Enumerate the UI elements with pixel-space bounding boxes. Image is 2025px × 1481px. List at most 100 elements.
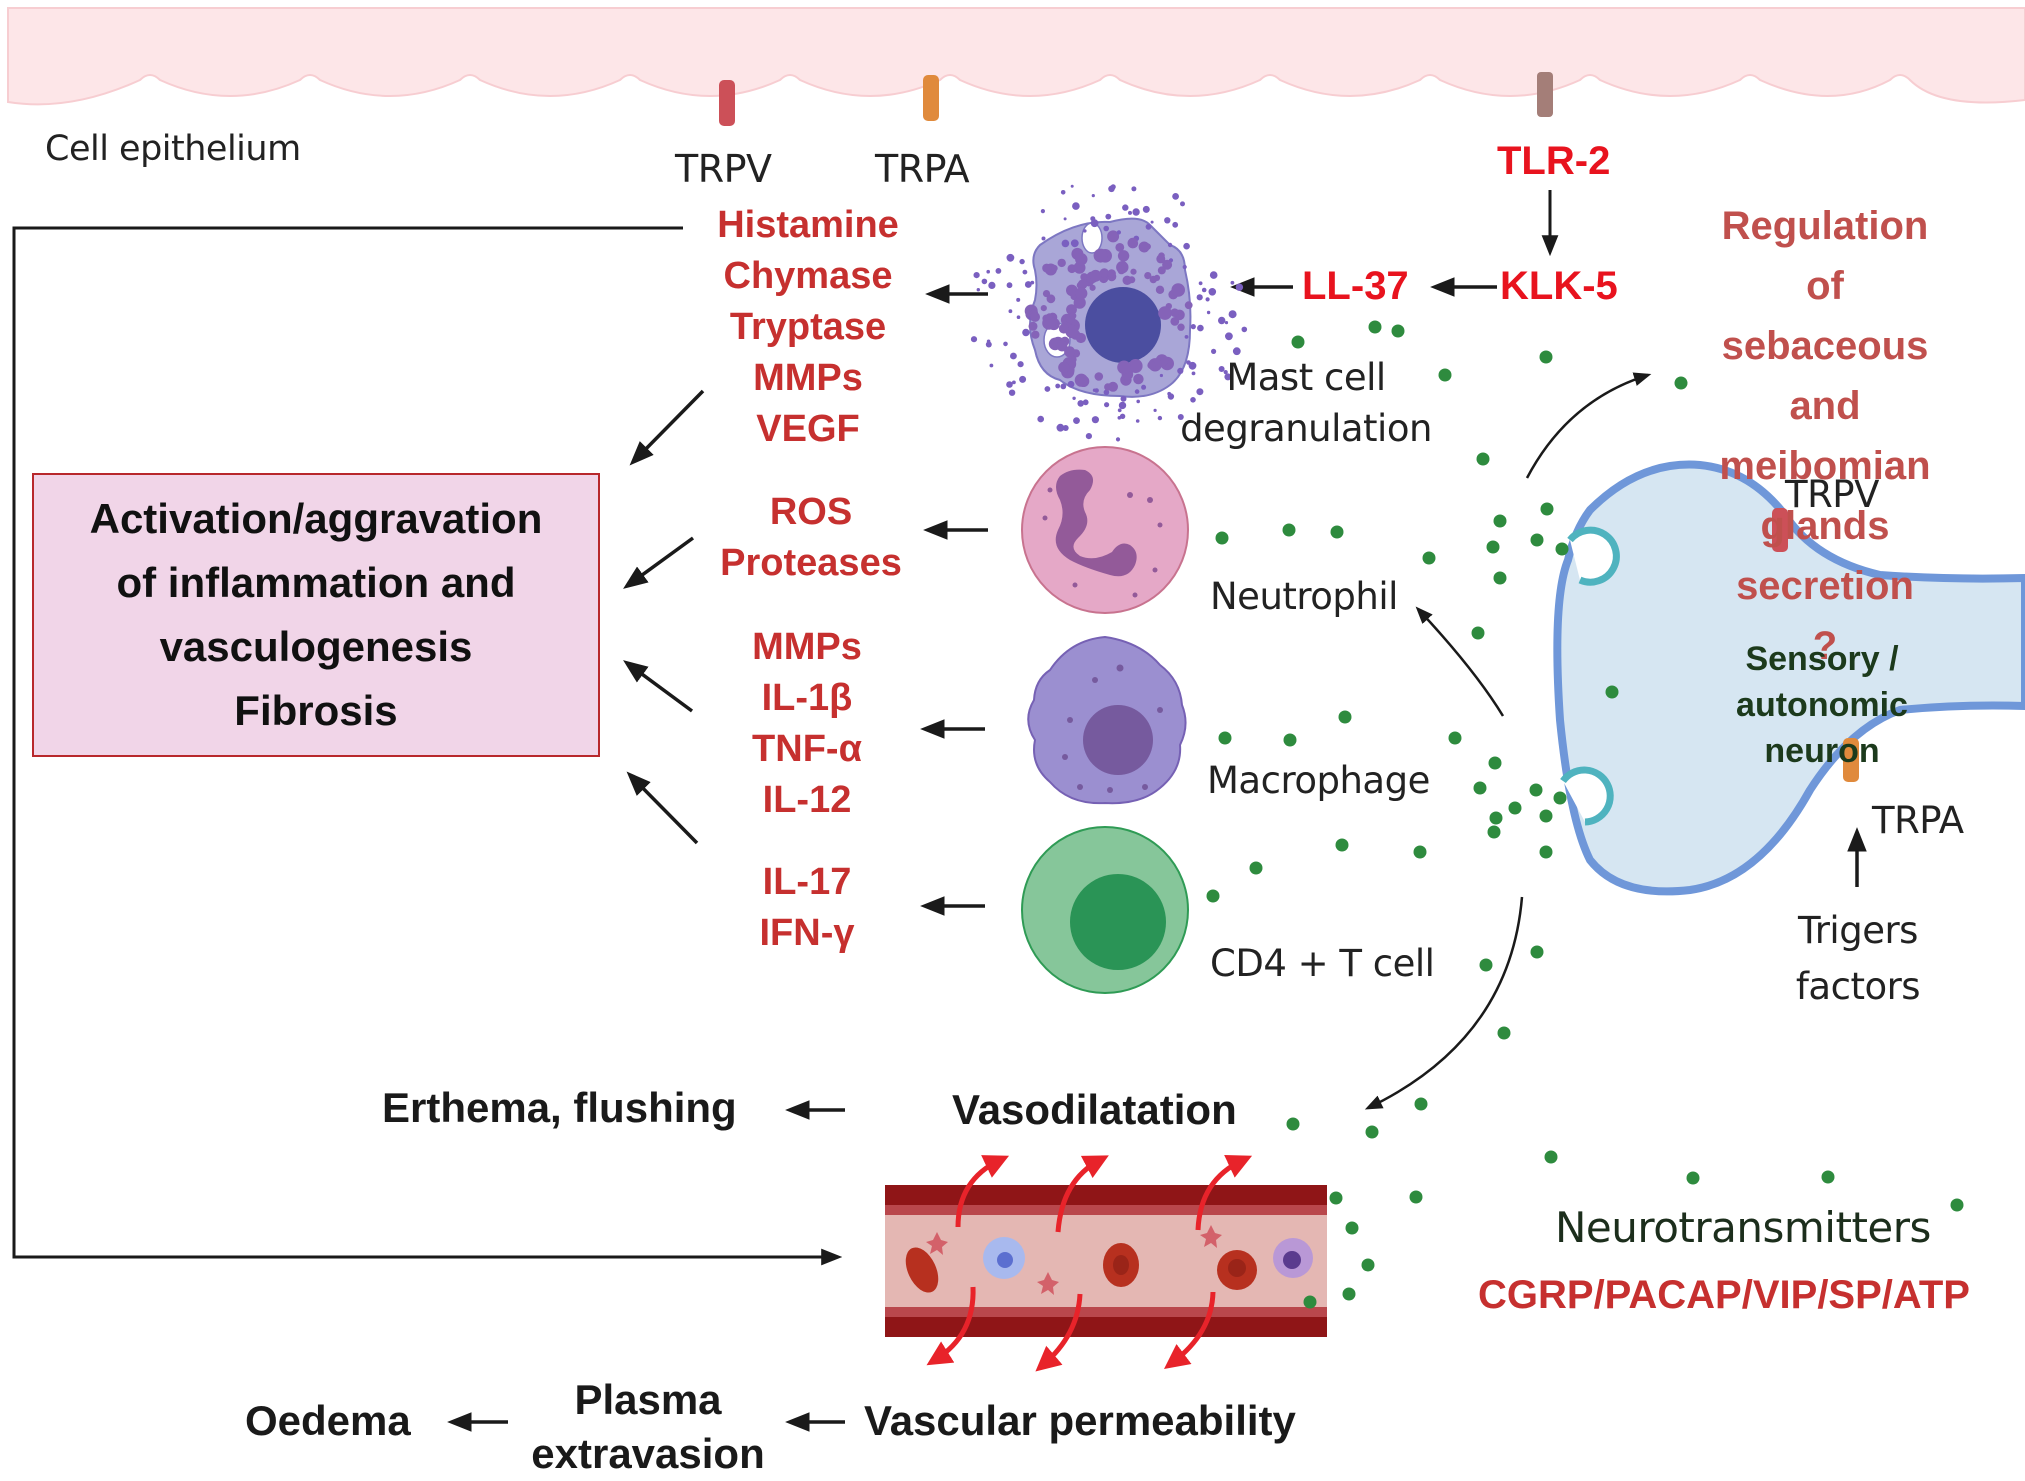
neurotransmitter-dot xyxy=(1448,731,1462,745)
t-cell-mediators: IL-17 IFN-γ xyxy=(760,857,855,959)
mast-granule xyxy=(1122,275,1132,285)
mast-granule xyxy=(1190,397,1196,403)
neurotransmitter-dot xyxy=(1345,1221,1359,1235)
mast-granule xyxy=(1067,380,1075,388)
outcome-line: Fibrosis xyxy=(234,687,398,734)
trigger-line: Trigers xyxy=(1798,909,1918,952)
arrow-neuron-to-glands xyxy=(1525,372,1652,479)
neurotransmitter-dot xyxy=(1487,825,1501,839)
mast-granule xyxy=(1172,193,1179,200)
mast-granule xyxy=(1153,408,1157,412)
mast-granule xyxy=(1188,361,1197,370)
histamine-to-vessel-connector xyxy=(12,226,843,1266)
mast-granule xyxy=(1083,229,1087,233)
mast-granule xyxy=(1017,361,1024,368)
mast-cell-mediators: Histamine Chymase Tryptase MMPs VEGF xyxy=(717,200,899,455)
mast-granule xyxy=(1208,288,1217,296)
neurotransmitter-dot xyxy=(1479,958,1493,972)
macrophage-label: Macrophage xyxy=(1207,759,1430,802)
mast-granule xyxy=(1077,400,1084,407)
neutrophil-label: Neutrophil xyxy=(1210,575,1398,618)
mast-granule xyxy=(1135,419,1140,423)
mast-granule xyxy=(1228,310,1237,319)
mast-granule xyxy=(1127,237,1139,249)
mast-granule xyxy=(1073,296,1086,309)
mast-granule xyxy=(1115,437,1121,442)
mast-granule xyxy=(1019,375,1027,383)
arrow-macrophage-mediators-to-box xyxy=(623,660,694,713)
mast-granule xyxy=(1073,417,1080,424)
mast-granule xyxy=(1028,321,1038,331)
mediator: IFN-γ xyxy=(759,912,855,954)
mast-granule xyxy=(1070,239,1079,248)
neurotransmitter-dot xyxy=(1539,845,1553,859)
mast-granule xyxy=(1162,259,1173,270)
mast-granule xyxy=(1211,348,1217,354)
trpv-channel-icon xyxy=(719,80,735,126)
mast-granule xyxy=(1157,266,1166,275)
mast-granule xyxy=(1031,330,1040,339)
mediator: MMPs xyxy=(753,357,863,399)
mast-granule xyxy=(1060,383,1067,390)
mast-granule xyxy=(1155,285,1165,294)
mast-granule xyxy=(1119,413,1126,419)
mast-granule xyxy=(1177,367,1184,374)
arrow-neuron-to-vasodilatation xyxy=(1364,896,1524,1110)
neutrophil-mediators: ROS Proteases xyxy=(720,487,902,589)
mast-granule xyxy=(1164,217,1171,224)
gland-note-line: secretion ? xyxy=(1736,564,1914,668)
mast-granule xyxy=(1008,389,1016,396)
mast-granule xyxy=(989,363,994,368)
arrow-tcell-mediators-to-box xyxy=(626,771,699,845)
mast-granule xyxy=(1074,373,1088,387)
mast-granule xyxy=(1105,213,1112,220)
mediator: VEGF xyxy=(756,408,860,450)
mast-cell-granules xyxy=(970,184,1248,442)
mast-granule xyxy=(1072,396,1076,400)
mast-granule xyxy=(1220,366,1225,370)
mediator: Histamine xyxy=(717,204,899,246)
mast-granule xyxy=(1198,281,1203,286)
mast-granule xyxy=(1006,282,1013,289)
gland-note-line: meibomian glands xyxy=(1719,444,1931,548)
mast-granule xyxy=(1205,297,1210,302)
vasodilatation-label: Vasodilatation xyxy=(952,1086,1237,1133)
mast-granule xyxy=(970,336,978,343)
mast-granule xyxy=(1177,414,1184,420)
mast-granule xyxy=(1057,258,1066,268)
mast-granule xyxy=(1064,346,1076,358)
neurotransmitter-dot xyxy=(1476,452,1490,466)
mast-granule xyxy=(1099,268,1110,278)
outcome-line: of inflammation and xyxy=(116,559,516,606)
mast-granule xyxy=(1103,225,1109,232)
neurotransmitter-dot xyxy=(1686,1171,1700,1185)
neurotransmitter-dot xyxy=(1553,791,1567,805)
mast-granule xyxy=(1117,408,1122,413)
plasma-line: extravasion xyxy=(531,1430,765,1477)
mast-granule xyxy=(1085,433,1092,440)
mast-granule xyxy=(1069,356,1077,364)
mediator: TNF-α xyxy=(752,728,862,770)
plasma-line: Plasma xyxy=(574,1376,722,1423)
mast-granule xyxy=(1144,272,1152,280)
mast-granule xyxy=(1042,263,1052,273)
epithelium-band xyxy=(7,7,2025,106)
mast-granule xyxy=(1046,313,1053,320)
mast-granule xyxy=(1134,389,1140,394)
mast-granule xyxy=(985,341,992,348)
mast-granule xyxy=(986,339,991,344)
mast-granule xyxy=(1223,370,1228,375)
mast-granule xyxy=(1197,324,1204,332)
mast-granule xyxy=(1170,308,1179,318)
neuron-label-line: Sensory / autonomic xyxy=(1736,640,1908,724)
mast-granule xyxy=(1075,253,1088,266)
neurotransmitter-dot xyxy=(1950,1198,1964,1212)
epithelium-trpv-label: TRPV xyxy=(675,147,772,191)
mast-granule xyxy=(986,269,990,274)
neurotransmitter-dot xyxy=(1215,531,1229,545)
mast-granule xyxy=(1016,297,1021,302)
neutrophil-icon xyxy=(1021,446,1189,614)
mast-granule xyxy=(1082,399,1089,406)
mast-granule xyxy=(1115,243,1125,252)
